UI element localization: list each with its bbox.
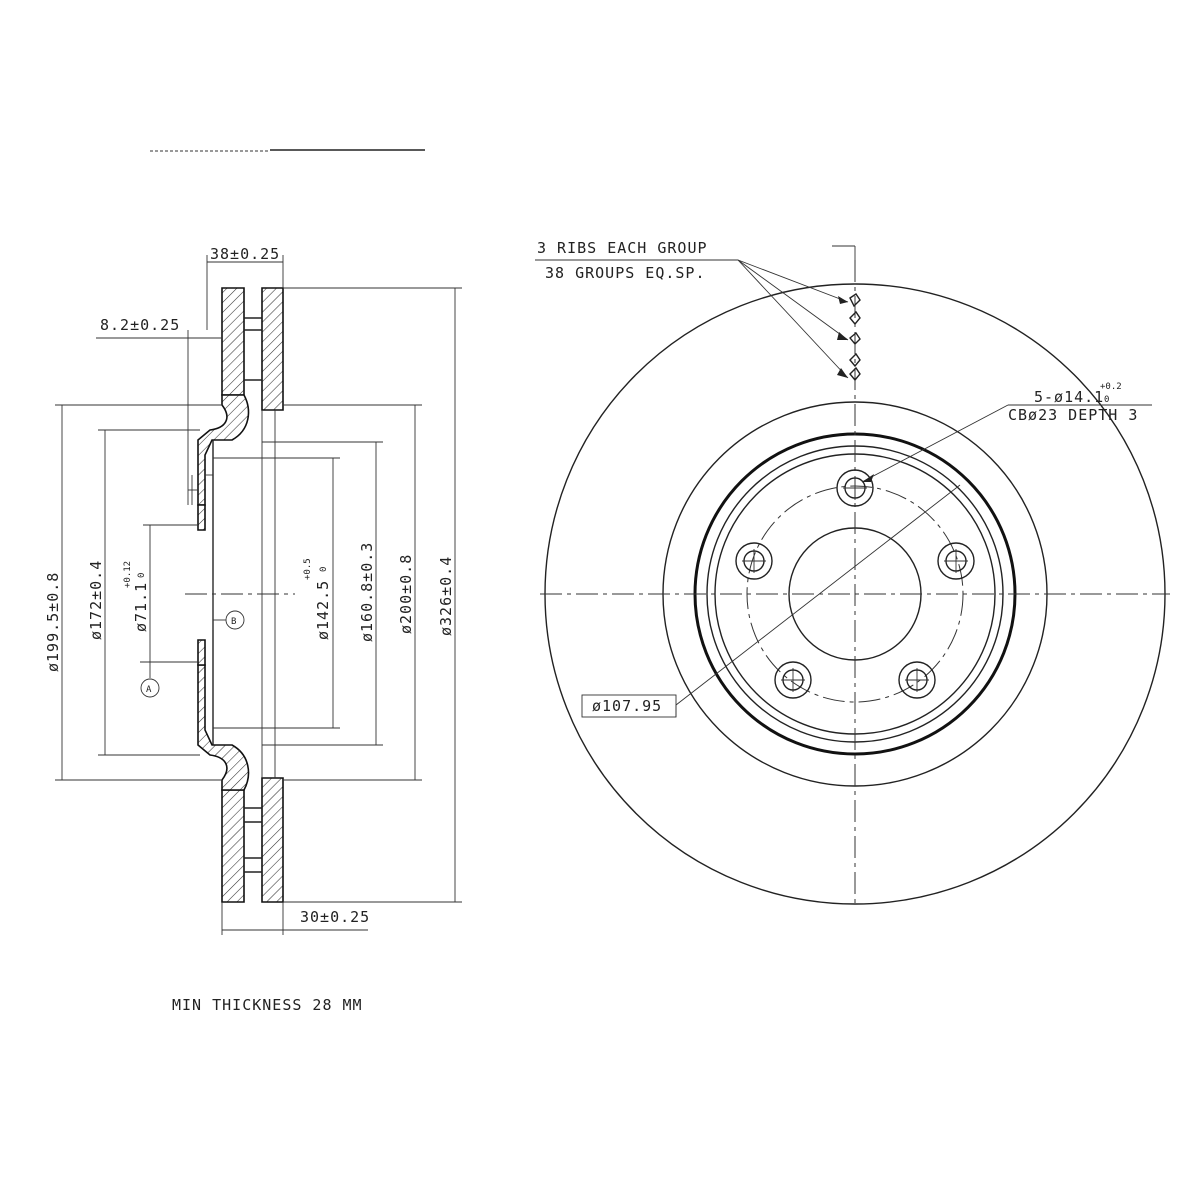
title-rule bbox=[150, 149, 425, 152]
dim-d142-tol-lower: 0 bbox=[319, 567, 329, 572]
dim-d142-tol-upper: +0.5 bbox=[303, 558, 313, 580]
bolt-tol-upper: +0.2 bbox=[1100, 382, 1122, 392]
lower-inner-plate bbox=[261, 777, 284, 903]
datum-b-label: B bbox=[231, 617, 236, 627]
pcd-box bbox=[581, 694, 677, 718]
dim-d199: ø199.5±0.8 bbox=[44, 572, 62, 672]
dim-d71-tol-lower: 0 bbox=[137, 573, 147, 578]
upper-outer-plate bbox=[221, 287, 245, 396]
bolt-hole-5 bbox=[735, 542, 773, 580]
dim-width-total: 38±0.25 bbox=[210, 245, 280, 263]
bolt-hole-3 bbox=[898, 661, 936, 699]
pcd-label: ø107.95 bbox=[592, 697, 662, 715]
bolt-note-line2: CBø23 DEPTH 3 bbox=[1008, 406, 1138, 424]
dim-d172: ø172±0.4 bbox=[87, 560, 105, 640]
min-thickness-note: MIN THICKNESS 28 MM bbox=[172, 996, 363, 1014]
ribs-note-line2: 38 GROUPS EQ.SP. bbox=[545, 264, 706, 282]
bolt-hole-1 bbox=[836, 469, 874, 507]
dim-d200: ø200±0.8 bbox=[397, 554, 415, 634]
datum-a-marker bbox=[140, 678, 160, 698]
rib-markers bbox=[849, 293, 861, 382]
front-view bbox=[540, 245, 1170, 905]
bolt-tol-lower: 0 bbox=[1104, 395, 1109, 405]
dim-d71: ø71.1 bbox=[132, 582, 150, 632]
datum-a-label: A bbox=[146, 685, 152, 695]
dim-d326: ø326±0.4 bbox=[437, 556, 455, 636]
datum-b-marker bbox=[225, 610, 245, 630]
hat-section-lower bbox=[197, 664, 250, 791]
dim-d142: ø142.5 bbox=[314, 580, 332, 640]
bolt-note-line1: 5-ø14.1 bbox=[1034, 388, 1104, 406]
dim-rotor-thickness: 30±0.25 bbox=[300, 908, 370, 926]
section-dimensions: 38±0.25 8.2±0.25 30±0.25 ø199.5±0.8 ø172… bbox=[44, 245, 462, 935]
dim-d71-tol-upper: +0.12 bbox=[123, 561, 133, 588]
hub-flange bbox=[197, 504, 206, 531]
lower-outer-plate bbox=[221, 789, 245, 903]
front-annotations: 3 RIBS EACH GROUP 38 GROUPS EQ.SP. 5-ø14… bbox=[535, 239, 1152, 718]
bolt-hole-4 bbox=[774, 661, 812, 699]
ribs-note-line1: 3 RIBS EACH GROUP bbox=[537, 239, 708, 257]
bolt-hole-2 bbox=[937, 542, 975, 580]
vent-lines bbox=[244, 317, 262, 873]
hub-flange-lower bbox=[197, 639, 206, 666]
dim-d160: ø160.8±0.3 bbox=[358, 542, 376, 642]
upper-inner-plate bbox=[261, 287, 284, 411]
section-view bbox=[185, 287, 295, 903]
dim-hat-thickness: 8.2±0.25 bbox=[100, 316, 180, 334]
hat-section-upper bbox=[197, 394, 250, 506]
